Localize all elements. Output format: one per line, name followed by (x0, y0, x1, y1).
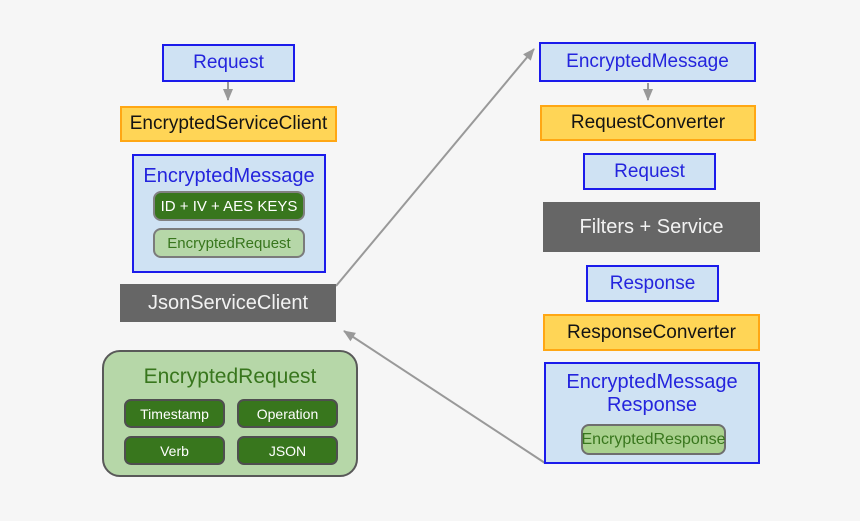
encrypted-message-response-group: EncryptedMessage Response EncryptedRespo… (544, 362, 760, 464)
arrow-json-service-client-to-encrypted-message (335, 48, 535, 287)
field-json-label: JSON (268, 442, 307, 459)
encrypted-message-group-left: EncryptedMessage ID + IV + AES KEYS Encr… (132, 154, 326, 273)
encrypted-message-box-right: EncryptedMessage (539, 42, 756, 82)
request-converter-box: RequestConverter (540, 105, 756, 141)
filters-service-box: Filters + Service (543, 202, 760, 252)
request-converter-label: RequestConverter (570, 112, 726, 134)
response-converter-box: ResponseConverter (543, 314, 760, 351)
request-label-right: Request (614, 160, 685, 182)
arrow-encrypted-message-response-to-json-service-client (343, 330, 546, 464)
json-service-client-box: JsonServiceClient (120, 284, 336, 322)
encrypted-request-payload-box: EncryptedRequest (153, 228, 305, 258)
filters-service-label: Filters + Service (579, 215, 724, 238)
encrypted-message-response-title: EncryptedMessage Response (546, 371, 758, 417)
encrypted-request-group: EncryptedRequest Timestamp Operation Ver… (102, 350, 358, 477)
encrypted-service-client-label: EncryptedServiceClient (129, 113, 328, 135)
encrypted-service-client-box: EncryptedServiceClient (120, 106, 337, 142)
field-verb: Verb (124, 436, 225, 465)
encrypted-message-label-right: EncryptedMessage (566, 51, 729, 73)
encrypted-request-group-title: EncryptedRequest (143, 365, 317, 388)
encrypted-response-payload-box: EncryptedResponse (581, 424, 726, 455)
request-box-left: Request (162, 44, 295, 82)
encrypted-response-payload-label: EncryptedResponse (581, 430, 726, 448)
encrypted-message-response-title-line2: Response (606, 394, 698, 416)
encrypted-message-title-left: EncryptedMessage (143, 165, 315, 187)
request-label-left: Request (193, 52, 264, 74)
encrypted-message-response-title-line1: EncryptedMessage (566, 371, 738, 393)
request-box-right: Request (583, 153, 716, 190)
field-verb-label: Verb (160, 442, 189, 459)
id-iv-aes-keys-label: ID + IV + AES KEYS (160, 197, 298, 215)
response-converter-label: ResponseConverter (567, 321, 736, 343)
json-service-client-label: JsonServiceClient (147, 291, 309, 314)
field-operation: Operation (237, 399, 338, 428)
response-label: Response (609, 272, 696, 294)
field-timestamp-label: Timestamp (140, 405, 209, 422)
response-box: Response (586, 265, 719, 302)
encrypted-request-payload-label: EncryptedRequest (167, 234, 291, 252)
field-operation-label: Operation (256, 405, 319, 422)
id-iv-aes-keys-box: ID + IV + AES KEYS (153, 191, 305, 221)
field-timestamp: Timestamp (124, 399, 225, 428)
field-json: JSON (237, 436, 338, 465)
